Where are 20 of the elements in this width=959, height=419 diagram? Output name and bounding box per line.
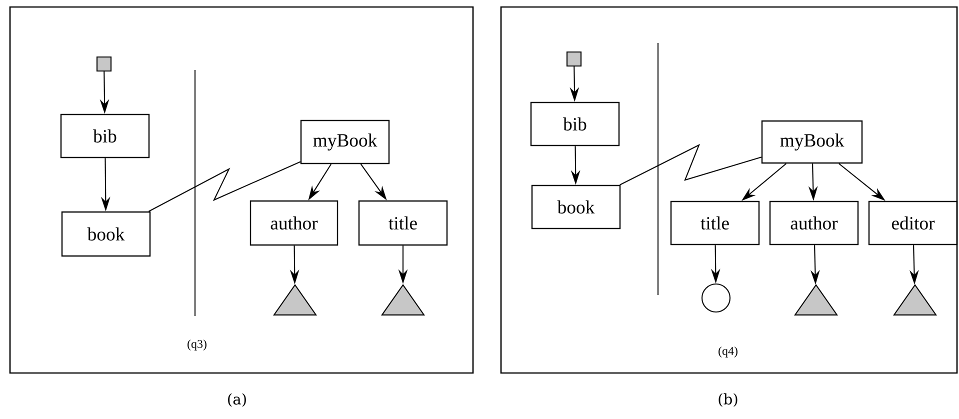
element-box: editor bbox=[868, 200, 958, 246]
element-box: myBook bbox=[761, 120, 863, 164]
source-square bbox=[96, 56, 112, 72]
element-box: title bbox=[670, 200, 760, 246]
query-label: (q3) bbox=[188, 340, 206, 350]
element-box: bib bbox=[530, 102, 620, 146]
element-box: bib bbox=[60, 114, 150, 158]
leaf-circle bbox=[701, 283, 731, 313]
zigzag-line bbox=[620, 144, 762, 186]
element-box: book bbox=[61, 211, 151, 257]
query-label: (q4) bbox=[718, 346, 738, 358]
source-square bbox=[566, 51, 582, 67]
element-box: author bbox=[250, 200, 338, 246]
element-box: author bbox=[769, 200, 859, 246]
subfigure-caption: (a) bbox=[228, 393, 246, 407]
element-box: myBook bbox=[300, 120, 390, 164]
element-box: title bbox=[358, 200, 448, 246]
zigzag-line bbox=[148, 161, 301, 212]
subfigure-caption: (b) bbox=[718, 393, 738, 407]
element-box: book bbox=[531, 184, 621, 230]
